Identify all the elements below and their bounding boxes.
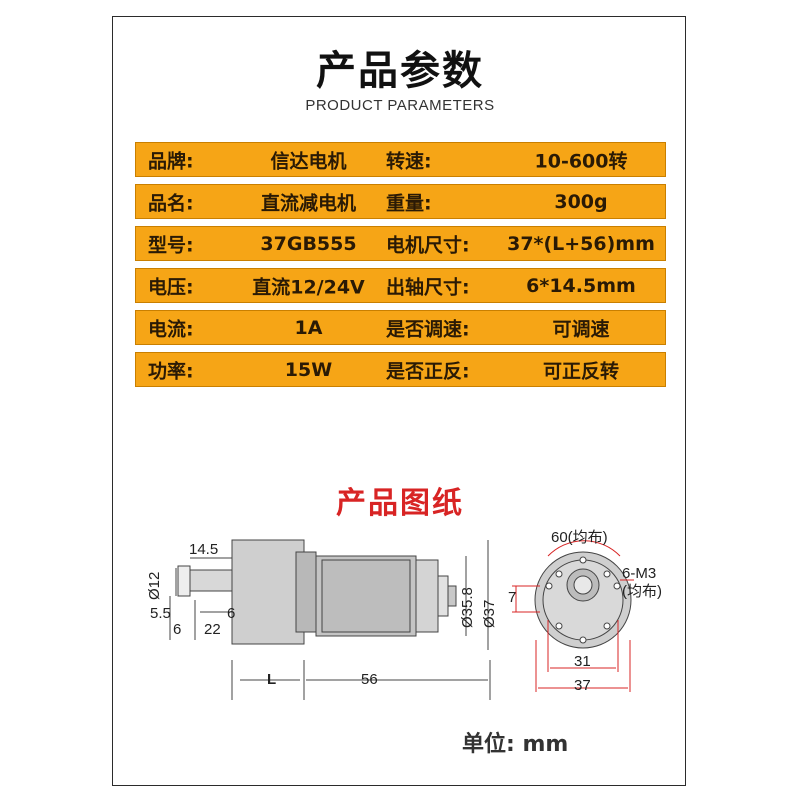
spec-row: 品牌: 信达电机 转速: 10-600转	[135, 142, 666, 177]
spec-row: 型号: 37GB555 电机尺寸: 37*(L+56)mm	[135, 226, 666, 261]
spec-label: 电机尺寸:	[386, 234, 470, 256]
spec-value: 可调速	[552, 318, 610, 340]
dim-holes: 6-M3	[622, 565, 656, 582]
spec-value: 15W	[284, 358, 333, 381]
spec-value: 直流减电机	[260, 192, 356, 214]
page-title: 产品参数	[316, 48, 484, 94]
spec-label: 是否正反:	[386, 360, 470, 382]
dim-dia-358: Ø35.8	[459, 587, 476, 628]
spec-row: 功率: 15W 是否正反: 可正反转	[135, 352, 666, 387]
spec-value: 300g	[554, 190, 608, 213]
spec-value: 1A	[294, 316, 323, 339]
dim-pcd: 60(均布)	[551, 529, 608, 546]
dim-offset: 7	[508, 589, 516, 606]
shaft-tip	[177, 565, 191, 597]
dim-shaft-dia: Ø12	[146, 572, 163, 600]
side-dims: 14.5 Ø12 5.5 6 6 22 L 56 Ø35.8 Ø37	[146, 541, 498, 688]
dim-w37: 37	[574, 677, 591, 694]
spec-value: 37GB555	[260, 232, 357, 255]
spec-label: 重量:	[386, 192, 432, 214]
dim-six-a: 6	[227, 605, 235, 622]
spec-row: 电压: 直流12/24V 出轴尺寸: 6*14.5mm	[135, 268, 666, 303]
gearbox-shape	[231, 539, 305, 645]
dim-dia-37: Ø37	[481, 600, 498, 628]
unit-label: 单位: mm	[462, 732, 569, 757]
dim-w31: 31	[574, 653, 591, 670]
spec-row: 电流: 1A 是否调速: 可调速	[135, 310, 666, 345]
spec-row: 品名: 直流减电机 重量: 300g	[135, 184, 666, 219]
dim-flat: 5.5	[150, 605, 171, 622]
spec-label: 功率:	[148, 360, 194, 382]
spec-label: 品牌:	[148, 150, 194, 172]
page-subtitle: PRODUCT PARAMETERS	[305, 97, 495, 114]
dim-L: L	[267, 671, 276, 688]
dim-twenty-two: 22	[204, 621, 221, 638]
dim-shaft-length: 14.5	[189, 541, 218, 558]
front-dim-lines	[512, 540, 634, 692]
drawing-title: 产品图纸	[336, 486, 464, 521]
spec-value: 10-600转	[534, 150, 628, 172]
spec-value: 直流12/24V	[252, 276, 365, 298]
side-view	[169, 539, 491, 700]
front-view	[534, 551, 632, 649]
spec-label: 是否调速:	[386, 318, 470, 340]
spec-label: 品名:	[148, 192, 194, 214]
spec-value: 可正反转	[542, 360, 619, 382]
spec-label: 出轴尺寸:	[386, 276, 470, 298]
dim-body-len: 56	[361, 671, 378, 688]
spec-label: 电流:	[148, 318, 194, 340]
spec-value: 37*(L+56)mm	[507, 232, 655, 255]
front-dims: 60(均布) 6-M3 (均布) 7 31 37	[508, 529, 662, 694]
spec-label: 型号:	[148, 234, 194, 256]
shaft-shape	[189, 569, 233, 592]
spec-value: 信达电机	[270, 150, 347, 172]
spec-value: 6*14.5mm	[526, 274, 636, 297]
dim-holes-sub: (均布)	[622, 583, 662, 600]
spec-label: 转速:	[386, 150, 432, 172]
spec-label: 电压:	[148, 276, 194, 298]
dim-six-b: 6	[173, 621, 181, 638]
